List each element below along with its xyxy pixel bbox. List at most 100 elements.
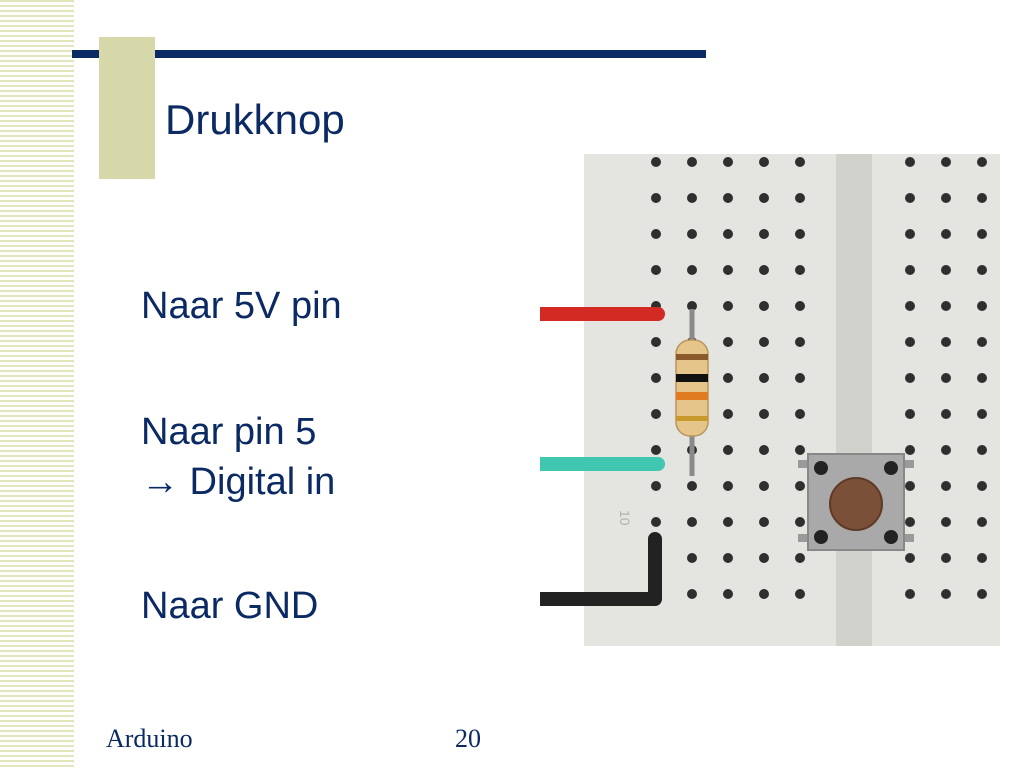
breadboard-hole	[759, 589, 769, 599]
breadboard-hole	[941, 265, 951, 275]
push-button	[798, 453, 914, 551]
title-rule	[72, 50, 706, 58]
breadboard-hole	[795, 553, 805, 563]
breadboard-hole	[687, 193, 697, 203]
breadboard-hole	[723, 373, 733, 383]
breadboard-hole	[941, 481, 951, 491]
breadboard-hole	[977, 517, 987, 527]
breadboard-hole	[687, 229, 697, 239]
breadboard-hole	[651, 337, 661, 347]
breadboard-hole	[941, 157, 951, 167]
breadboard-hole	[905, 157, 915, 167]
breadboard-hole	[651, 517, 661, 527]
breadboard-hole	[651, 193, 661, 203]
breadboard-hole	[905, 589, 915, 599]
breadboard-hole	[905, 553, 915, 563]
breadboard-hole	[941, 337, 951, 347]
breadboard-hole	[759, 445, 769, 455]
page-number: 20	[455, 724, 481, 753]
breadboard-hole	[651, 481, 661, 491]
label-input-line2: → Digital in	[141, 461, 336, 503]
title-accent-block	[99, 37, 155, 179]
breadboard-hole	[905, 193, 915, 203]
footer-left-text: Arduino	[106, 724, 193, 753]
breadboard-hole	[723, 337, 733, 347]
breadboard-hole	[759, 193, 769, 203]
breadboard-hole	[905, 265, 915, 275]
breadboard-hole	[723, 193, 733, 203]
breadboard-hole	[977, 265, 987, 275]
breadboard-hole	[795, 229, 805, 239]
breadboard-hole	[687, 517, 697, 527]
breadboard-hole	[905, 517, 915, 527]
breadboard-hole	[905, 337, 915, 347]
breadboard-hole	[941, 589, 951, 599]
breadboard-hole	[759, 229, 769, 239]
breadboard-hole	[905, 301, 915, 311]
breadboard-hole	[723, 481, 733, 491]
breadboard-hole	[723, 517, 733, 527]
breadboard-center-channel	[836, 154, 872, 646]
breadboard-hole	[687, 265, 697, 275]
breadboard-hole	[941, 445, 951, 455]
breadboard-hole	[941, 229, 951, 239]
breadboard-hole	[795, 193, 805, 203]
breadboard-hole	[651, 265, 661, 275]
breadboard-hole	[941, 193, 951, 203]
breadboard-hole	[977, 337, 987, 347]
row-label: 10	[617, 510, 633, 526]
breadboard-hole	[905, 445, 915, 455]
breadboard-hole	[651, 409, 661, 419]
breadboard-hole	[759, 409, 769, 419]
label-ground: Naar GND	[141, 585, 319, 627]
breadboard-hole	[905, 409, 915, 419]
breadboard-hole	[905, 373, 915, 383]
breadboard-hole	[723, 589, 733, 599]
breadboard-hole	[723, 409, 733, 419]
breadboard-hole	[687, 481, 697, 491]
breadboard-hole	[723, 445, 733, 455]
breadboard-hole	[651, 229, 661, 239]
resistor	[675, 309, 709, 476]
breadboard-hole	[759, 517, 769, 527]
breadboard-hole	[651, 157, 661, 167]
wire-ground	[540, 532, 662, 606]
breadboard-hole	[795, 445, 805, 455]
breadboard-hole	[723, 157, 733, 167]
breadboard-hole	[977, 553, 987, 563]
breadboard-hole	[795, 157, 805, 167]
breadboard-hole	[723, 301, 733, 311]
breadboard-hole	[723, 265, 733, 275]
breadboard-hole	[905, 229, 915, 239]
breadboard-hole	[759, 157, 769, 167]
breadboard-hole	[795, 373, 805, 383]
breadboard-hole	[687, 589, 697, 599]
label-power: Naar 5V pin	[141, 285, 342, 327]
breadboard-hole	[977, 589, 987, 599]
breadboard-hole	[941, 409, 951, 419]
breadboard-hole	[723, 229, 733, 239]
breadboard-hole	[759, 265, 769, 275]
breadboard-hole	[977, 373, 987, 383]
breadboard-hole	[651, 373, 661, 383]
breadboard-hole	[687, 157, 697, 167]
breadboard-hole	[723, 553, 733, 563]
breadboard-hole	[977, 409, 987, 419]
breadboard-hole	[759, 337, 769, 347]
breadboard-diagram: 10	[540, 154, 1000, 646]
breadboard-hole	[687, 553, 697, 563]
breadboard-hole	[977, 301, 987, 311]
breadboard-hole	[977, 229, 987, 239]
breadboard-body	[584, 154, 1000, 646]
breadboard-hole	[941, 517, 951, 527]
breadboard-hole	[795, 409, 805, 419]
breadboard-hole	[941, 553, 951, 563]
breadboard-hole	[759, 553, 769, 563]
breadboard-holes	[651, 157, 987, 599]
breadboard-hole	[687, 301, 697, 311]
breadboard-hole	[941, 373, 951, 383]
breadboard-hole	[759, 481, 769, 491]
breadboard-hole	[941, 301, 951, 311]
breadboard-hole	[795, 589, 805, 599]
breadboard-hole	[795, 265, 805, 275]
